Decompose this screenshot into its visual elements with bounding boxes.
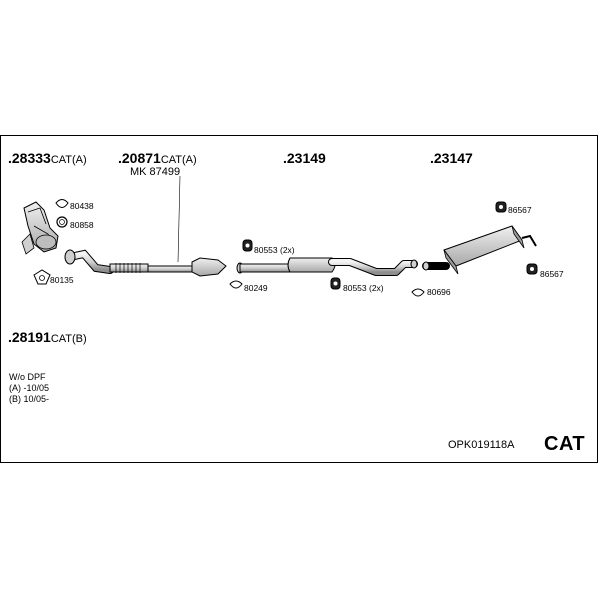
hanger-icon-86567-bottom xyxy=(526,263,538,275)
clamp-icon-80438 xyxy=(55,199,69,208)
note-line-2: (A) -10/05 xyxy=(9,383,50,393)
small-part-80858: 80858 xyxy=(70,220,94,230)
note-line-3: (B) 10/05- xyxy=(9,394,50,404)
small-part-80553-top: 80553 (2x) xyxy=(254,245,295,255)
part-number: .28333 xyxy=(8,150,51,166)
part-number: .28191 xyxy=(8,329,51,345)
part-suffix: CAT(A) xyxy=(50,154,87,166)
clamp-icon-80696 xyxy=(411,288,425,297)
part-label-28191: .28191CAT(B) xyxy=(8,330,87,346)
front-pipe-with-catalyst xyxy=(64,175,227,277)
small-part-86567-bottom: 86567 xyxy=(540,269,564,279)
small-part-80249: 80249 xyxy=(244,283,268,293)
part-number-23149: .23149 xyxy=(283,150,326,166)
manifold-catalyst xyxy=(21,201,59,255)
diagram-frame xyxy=(0,135,598,463)
clamp-icon-80249 xyxy=(229,280,243,289)
gasket-icon-80135 xyxy=(33,269,51,285)
small-part-80135: 80135 xyxy=(50,275,74,285)
part-label-28333: .28333CAT(A) xyxy=(8,151,87,167)
middle-silencer xyxy=(236,257,418,276)
ring-icon-80858 xyxy=(56,216,68,228)
cat-badge: CAT xyxy=(544,433,586,455)
part-suffix: CAT(A) xyxy=(160,154,197,166)
mk-label: MK 87499 xyxy=(130,166,181,178)
kit-code: OPK019118A xyxy=(448,439,515,451)
hanger-icon-86567-top xyxy=(495,201,507,213)
part-suffix: CAT(B) xyxy=(50,333,87,345)
small-part-86567-top: 86567 xyxy=(508,205,532,215)
part-number: .20871 xyxy=(118,150,161,166)
note-line-1: W/o DPF xyxy=(9,372,46,382)
part-number-23147: .23147 xyxy=(430,150,473,166)
part-label-20871: .20871CAT(A) xyxy=(118,151,197,167)
hanger-icon-80553-top xyxy=(242,239,253,252)
hanger-icon-80553-bottom xyxy=(330,277,341,290)
small-part-80696: 80696 xyxy=(427,287,451,297)
small-part-80553-bottom: 80553 (2x) xyxy=(343,283,384,293)
small-part-80438: 80438 xyxy=(70,201,94,211)
rear-silencer xyxy=(422,225,537,275)
